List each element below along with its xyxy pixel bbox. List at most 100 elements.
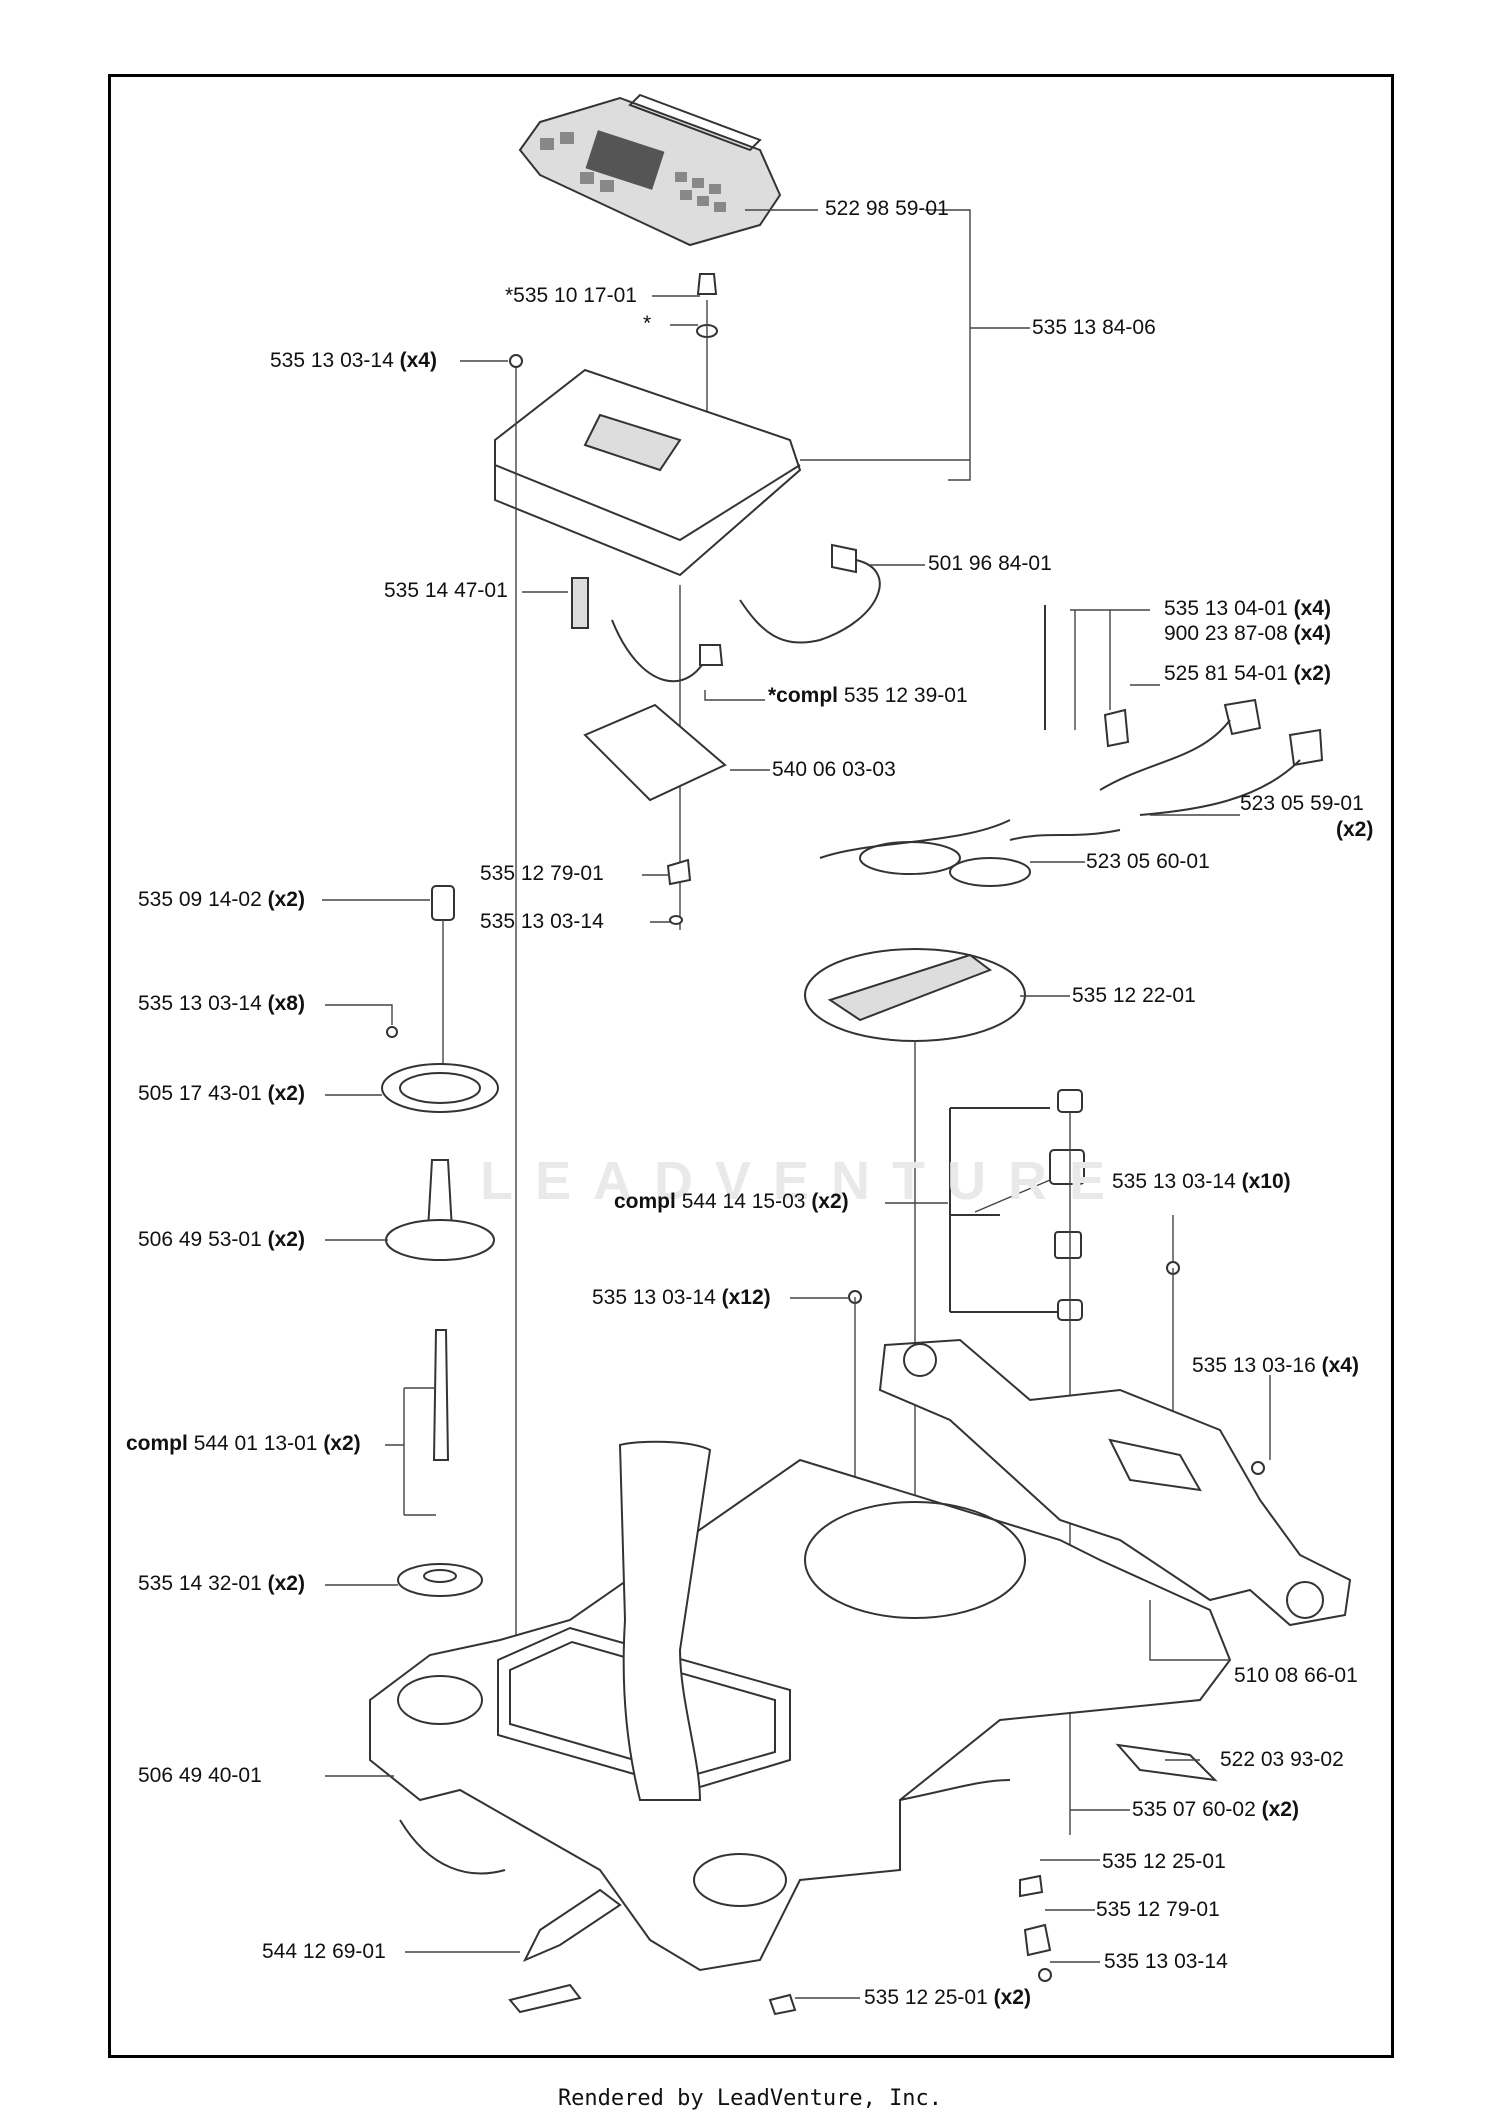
part-label-l19: 535 13 03-14 (x8) (138, 992, 305, 1016)
part-number: 535 13 03-14 (270, 349, 394, 372)
part-number: 535 12 25-01 (1102, 1850, 1226, 1873)
part-quantity: (x12) (721, 1286, 771, 1309)
part-label-l18: 535 12 22-01 (1072, 984, 1196, 1008)
part-label-l20: 505 17 43-01 (x2) (138, 1082, 305, 1106)
left-column-parts (381, 885, 499, 1597)
wiring-parts (819, 605, 1324, 887)
part-label-l7: 535 14 47-01 (384, 579, 508, 603)
part-label-l12: 540 06 03-03 (772, 758, 896, 782)
part-label-l14: 523 05 60-01 (1086, 850, 1210, 874)
chassis-part (369, 1440, 1232, 1972)
part-label-l8: 535 13 04-01 (x4) (1164, 597, 1331, 621)
part-number: 544 01 13-01 (193, 1432, 318, 1455)
part-label-l16: 535 09 14-02 (x2) (138, 888, 305, 912)
part-quantity: (x2) (1261, 1798, 1299, 1821)
part-quantity: (x2) (323, 1432, 361, 1455)
part-label-l31: 535 07 60-02 (x2) (1132, 1798, 1299, 1822)
part-number: 535 13 84-06 (1032, 316, 1156, 339)
part-quantity: (x2) (267, 1572, 305, 1595)
part-label-l30: 522 03 93-02 (1220, 1748, 1344, 1772)
part-number: 535 13 03-14 (1104, 1950, 1228, 1973)
part-label-l15: 535 12 79-01 (480, 862, 604, 886)
part-number: 535 13 03-14 (138, 992, 262, 1015)
part-label-l2: *535 10 17-01 (505, 284, 637, 308)
part-label-l24: 535 13 03-14 (x12) (592, 1286, 771, 1310)
part-number: 505 17 43-01 (138, 1082, 262, 1105)
part-number: 535 09 14-02 (138, 888, 262, 911)
part-number: 535 12 79-01 (480, 862, 604, 885)
part-number: 522 03 93-02 (1220, 1748, 1344, 1771)
part-quantity: (x2) (993, 1986, 1031, 2009)
part-label-l36: 535 12 25-01 (x2) (864, 1986, 1031, 2010)
part-label-l35: 535 13 03-14 (1104, 1950, 1228, 1974)
part-label-l26: compl 544 01 13-01 (x2) (126, 1432, 361, 1456)
part-quantity: (x4) (1321, 1354, 1359, 1377)
part-number: 535 12 79-01 (1096, 1898, 1220, 1921)
part-number: 535 12 25-01 (864, 1986, 988, 2009)
part-label-l17: 535 13 03-14 (480, 910, 604, 934)
bottom-right-parts (508, 1743, 1218, 2016)
part-label-l13b: (x2) (1336, 818, 1373, 842)
part-number: 535 14 47-01 (384, 579, 508, 602)
keypad-panel (518, 93, 782, 247)
part-number: 510 08 66-01 (1234, 1664, 1358, 1687)
part-label-prefix: compl (126, 1432, 188, 1455)
part-quantity: (x10) (1241, 1170, 1291, 1193)
part-label-l27: 535 14 32-01 (x2) (138, 1572, 305, 1596)
part-number: 535 13 03-14 (480, 910, 604, 933)
part-label-l5: 535 13 03-14 (x4) (270, 349, 437, 373)
part-number: 525 81 54-01 (1164, 662, 1288, 685)
part-label-l33: 544 12 69-01 (262, 1940, 386, 1964)
part-label-l11: *compl 535 12 39-01 (768, 684, 968, 708)
part-number: 535 13 03-14 (1112, 1170, 1236, 1193)
part-number: 535 12 39-01 (843, 684, 968, 707)
part-number: 540 06 03-03 (772, 758, 896, 781)
part-quantity: (x2) (1336, 818, 1374, 841)
watermark: LEADVENTURE (480, 1151, 1128, 1211)
part-number: 506 49 53-01 (138, 1228, 262, 1251)
part-label-l28: 510 08 66-01 (1234, 1664, 1358, 1688)
part-number: 523 05 59-01 (1240, 792, 1364, 815)
right-column-parts (848, 1089, 1180, 1835)
part-number: 506 49 40-01 (138, 1764, 262, 1787)
part-label-l13: 523 05 59-01 (1240, 792, 1364, 816)
part-number: 535 12 22-01 (1072, 984, 1196, 1007)
part-quantity: (x4) (1293, 622, 1331, 645)
part-label-l23: 506 49 53-01 (x2) (138, 1228, 305, 1252)
part-quantity: (x4) (399, 349, 437, 372)
diagram-frame (108, 74, 1394, 2058)
part-label-prefix: compl (614, 1190, 676, 1213)
part-quantity: (x2) (267, 1228, 305, 1251)
part-quantity: (x8) (267, 992, 305, 1015)
part-number: 523 05 60-01 (1086, 850, 1210, 873)
cover-part (494, 368, 970, 577)
part-label-prefix: *compl (768, 684, 839, 707)
part-quantity: (x2) (267, 1082, 305, 1105)
part-number: 535 07 60-02 (1132, 1798, 1256, 1821)
part-quantity: (x4) (1293, 597, 1331, 620)
footer-credit: Rendered by LeadVenture, Inc. (557, 2086, 943, 2111)
part-number: 501 96 84-01 (928, 552, 1052, 575)
part-number: 900 23 87-08 (1164, 622, 1288, 645)
part-number: *535 10 17-01 (505, 284, 637, 307)
part-label-l6: 501 96 84-01 (928, 552, 1052, 576)
part-label-l10: 525 81 54-01 (x2) (1164, 662, 1331, 686)
part-number: 535 13 04-01 (1164, 597, 1288, 620)
part-label-l9: 900 23 87-08 (x4) (1164, 622, 1331, 646)
part-quantity: (x2) (267, 888, 305, 911)
part-label-l22: compl 544 14 15-03 (x2) (614, 1190, 849, 1214)
part-number: 544 14 15-03 (681, 1190, 806, 1213)
part-number: * (643, 312, 652, 335)
part-label-l25: 535 13 03-16 (x4) (1192, 1354, 1359, 1378)
part-number: 535 13 03-16 (1192, 1354, 1316, 1377)
part-number: 535 13 03-14 (592, 1286, 716, 1309)
part-label-l3: * (643, 312, 651, 336)
right-plate-part (878, 1338, 1352, 1627)
part-number: 522 98 59-01 (825, 197, 949, 220)
leader-lines (322, 209, 1271, 1999)
part-label-l34: 535 12 79-01 (1096, 1898, 1220, 1922)
round-lid-part (804, 948, 1026, 1560)
part-number: 535 14 32-01 (138, 1572, 262, 1595)
part-quantity: (x2) (1293, 662, 1331, 685)
